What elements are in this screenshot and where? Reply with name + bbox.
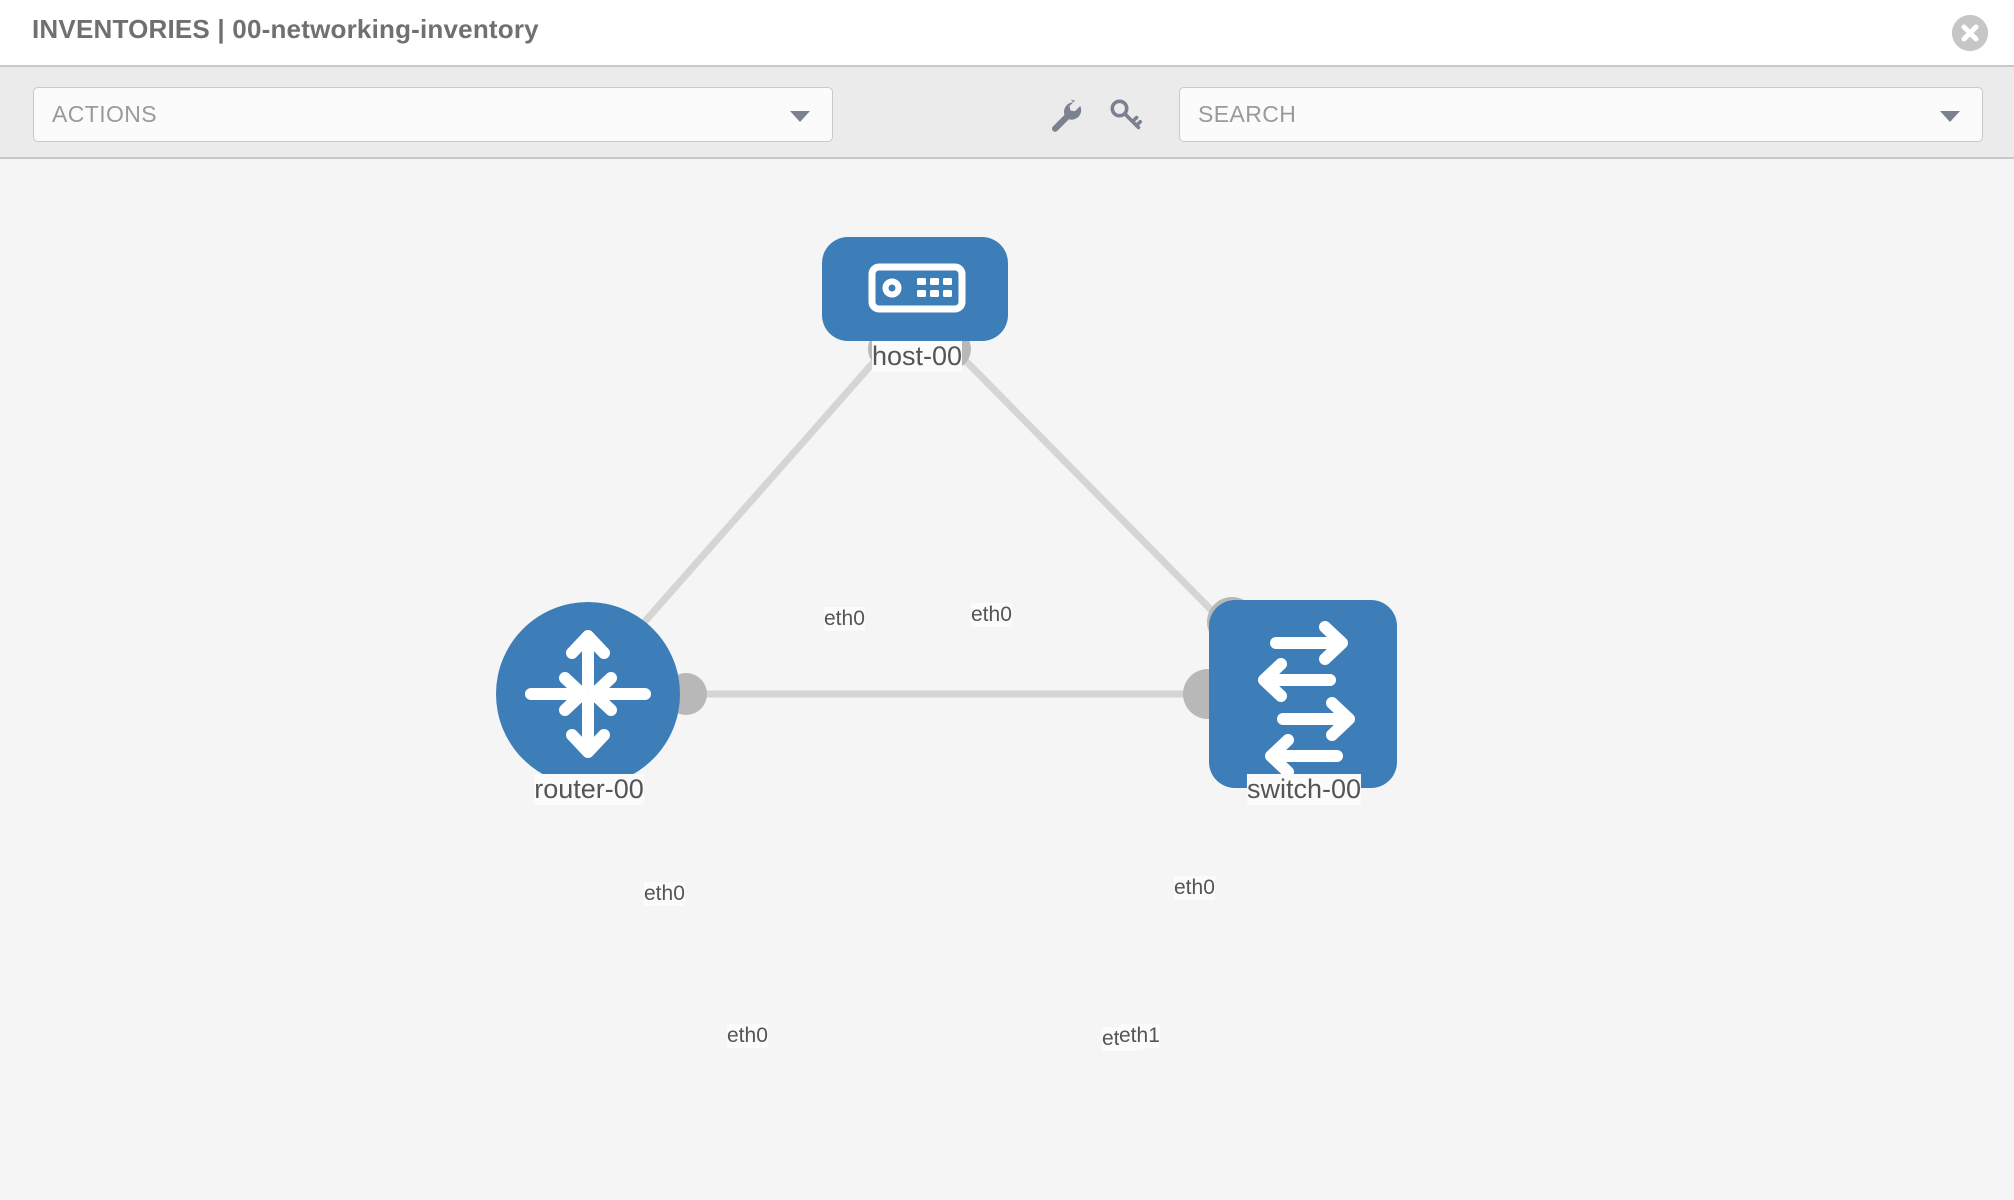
- switch-arrows-icon: [1258, 621, 1355, 778]
- actions-dropdown-label: ACTIONS: [52, 101, 158, 127]
- node-label-router-00: router-00: [534, 774, 644, 805]
- actions-dropdown[interactable]: ACTIONS: [33, 87, 833, 142]
- server-appliance-icon: [868, 263, 966, 313]
- edge-host-switch: [956, 351, 1232, 631]
- search-placeholder: SEARCH: [1198, 101, 1297, 127]
- edge-label-switch-left: eth1: [1119, 1024, 1160, 1048]
- node-label-host-00: host-00: [871, 341, 963, 372]
- topology-connectors: [665, 328, 1257, 719]
- node-router-00[interactable]: [496, 602, 680, 786]
- chevron-down-icon: [790, 111, 810, 122]
- close-icon[interactable]: [1952, 15, 1988, 51]
- topology-canvas[interactable]: eth0 eth0 eth0 eth0 eth0 eth0 eth1 host-…: [0, 159, 2014, 1200]
- edge-label-host-left: eth0: [824, 607, 865, 631]
- topology-graph: [496, 237, 1397, 788]
- search-input[interactable]: SEARCH: [1179, 87, 1983, 142]
- node-host-00[interactable]: [822, 237, 1008, 341]
- key-icon[interactable]: [1105, 95, 1145, 135]
- wrench-icon[interactable]: [1045, 95, 1085, 135]
- edge-label-host-right: eth0: [971, 603, 1012, 627]
- node-label-switch-00: switch-00: [1246, 774, 1362, 805]
- edge-label-switch-up: eth0: [1174, 876, 1215, 900]
- router-arrows-icon: [525, 630, 651, 758]
- node-switch-00[interactable]: [1209, 600, 1397, 788]
- toolbar: ACTIONS SEARCH: [0, 67, 2014, 159]
- title-bar: INVENTORIES | 00-networking-inventory: [0, 0, 2014, 67]
- edge-label-router-up: eth0: [644, 882, 685, 906]
- topology-edges: [636, 351, 1232, 698]
- edge-host-router: [636, 351, 884, 631]
- edge-label-router-right: eth0: [727, 1024, 768, 1048]
- page-title: INVENTORIES | 00-networking-inventory: [32, 14, 539, 44]
- chevron-down-icon[interactable]: [1940, 111, 1960, 122]
